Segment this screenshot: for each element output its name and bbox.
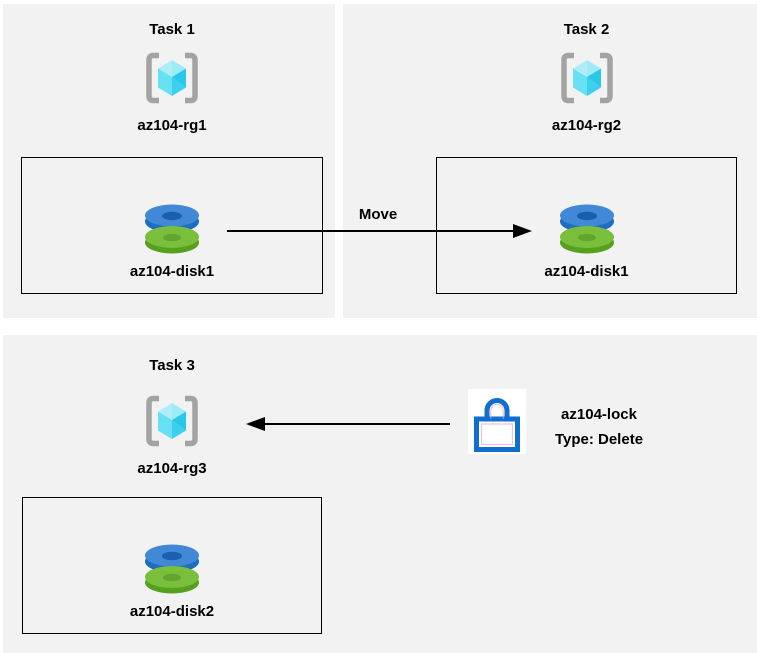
- resource-group-icon: [142, 49, 202, 107]
- resource-group-icon: [557, 49, 617, 107]
- move-arrow-label: Move: [358, 206, 398, 223]
- move-arrow: [227, 224, 532, 238]
- resource-group-label: az104-rg3: [137, 460, 207, 477]
- managed-disk-icon: [139, 540, 205, 598]
- resource-group-icon: [142, 392, 202, 450]
- task3-title: Task 3: [149, 357, 195, 374]
- lock-caption: az104-lock Type: Delete: [538, 402, 660, 452]
- task3-disk-box: az104-disk2: [22, 497, 322, 634]
- resource-group-label: az104-rg1: [137, 117, 207, 134]
- managed-disk-icon: [139, 200, 205, 258]
- task2-content-column: Task 2 az104-rg2 az104-disk1: [436, 4, 737, 294]
- panel-task3: Task 3 az104-rg3 az104-disk2: [3, 335, 757, 653]
- lock-type-label: Type: Delete: [554, 431, 644, 448]
- lock-name-label: az104-lock: [561, 406, 637, 423]
- panel-task1: Task 1 az104-rg1 az104-disk1: [3, 4, 335, 318]
- task1-content-column: Task 1 az104-rg1 az104-disk1: [21, 4, 323, 294]
- task1-title: Task 1: [149, 21, 195, 38]
- disk-label: az104-disk1: [544, 263, 629, 280]
- task1-disk-box: az104-disk1: [21, 157, 323, 294]
- task2-disk-box: az104-disk1: [436, 157, 737, 294]
- resource-group-label: az104-rg2: [551, 117, 622, 134]
- disk-label: az104-disk1: [129, 263, 215, 280]
- lock-tile: [468, 389, 526, 454]
- lock-icon: [468, 389, 526, 454]
- disk-label: az104-disk2: [129, 603, 215, 620]
- task3-content-column: Task 3 az104-rg3 az104-disk2: [22, 335, 322, 634]
- delete-lock-arrow: [246, 417, 450, 431]
- task2-title: Task 2: [563, 21, 610, 38]
- panel-task2: Task 2 az104-rg2 az104-disk1: [343, 4, 757, 318]
- managed-disk-icon: [554, 200, 620, 258]
